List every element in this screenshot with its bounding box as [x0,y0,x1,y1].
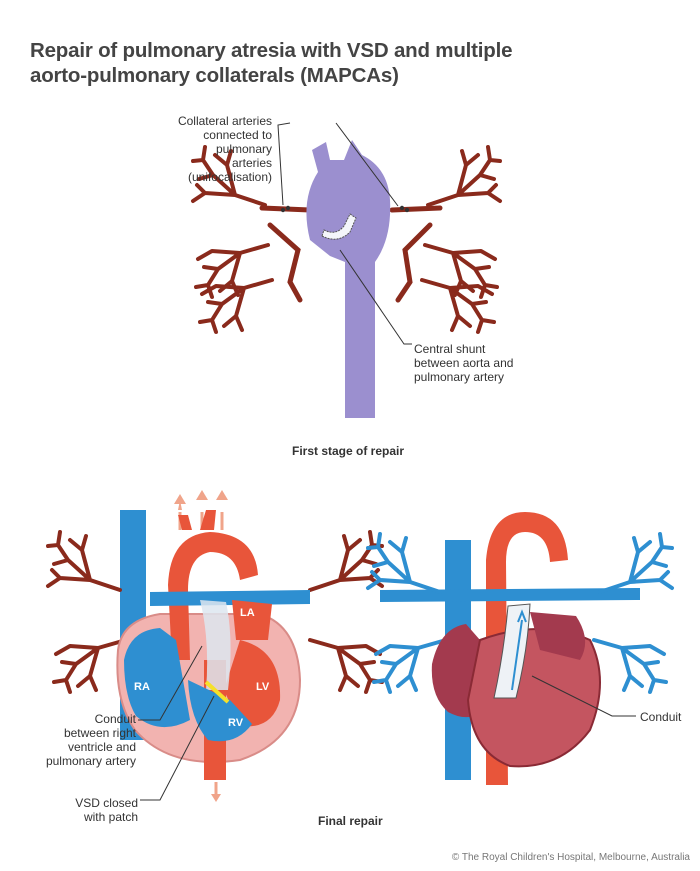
shunt-label-3: pulmonary artery [414,370,505,384]
label-ao: Ao [194,557,209,569]
right-pulmonary-tree [420,145,502,334]
title-line-1: Repair of pulmonary atresia with VSD and… [30,39,513,62]
copyright-credit: © The Royal Children's Hospital, Melbour… [451,852,690,863]
conduit-label: Conduit [640,710,682,724]
final-right-trees [308,530,384,694]
left-atrium [232,600,272,640]
pulmonary-artery-right [380,588,640,602]
left-ventricle [224,640,281,727]
vsd-label: VSD closed with patch [48,796,138,824]
aorta-purple [306,140,391,418]
final-repair-caption: Final repair [318,814,383,828]
conduit-leader [531,675,636,717]
label-ra: RA [134,681,150,693]
collateral-label: Collateral arteries connected to pulmona… [160,114,272,184]
diagram-title: Repair of pulmonary atresia with VSD and… [30,38,630,88]
conduit-rv-label-4: pulmonary artery [45,754,136,768]
vsd-leader [140,695,215,801]
vsd-label-2: with patch [83,810,138,824]
final-left-trees [46,530,128,694]
collateral-label-1: Collateral arteries [177,114,272,128]
conduit-flow-arrow [511,609,527,691]
conduit-rv-label-3: ventricle and [67,740,136,754]
shunt-leader-line [339,249,412,345]
shunt-label-1: Central shunt [414,342,486,356]
conduit-rv-label-2: between right [63,726,136,740]
collateral-label-2: connected to pulmonary [203,128,272,156]
left-pulmonary-tree-lower [194,243,274,334]
collateral-vessels [259,205,443,303]
right-blue-trees-right [592,532,674,694]
vsd-patch [204,680,230,704]
collateral-leader-lines [277,122,399,207]
pulmonary-artery [150,590,310,606]
right-atrium [124,628,190,728]
central-shunt [321,213,357,240]
conduit-rv-label: Conduit between right ventricle and pulm… [30,712,136,768]
collateral-label-3: arteries (unifocalisation) [187,156,272,184]
conduit-rv-label-1: Conduit [94,712,136,726]
title-line-2: aorto-pulmonary collaterals (MAPCAs) [30,64,399,87]
shunt-label: Central shunt between aorta and pulmonar… [414,342,544,384]
label-la: LA [240,607,255,619]
vsd-label-1: VSD closed [75,796,138,810]
label-rv: RV [228,717,244,729]
first-stage-caption: First stage of repair [292,444,405,458]
right-ventricle [188,680,252,742]
final-repair-cutaway-heart: Ao LA RA LV RV [46,490,384,802]
first-stage-illustration [191,122,502,418]
suture-marks [280,205,410,213]
shunt-label-2: between aorta and [414,356,514,370]
left-atrium-exterior [530,612,586,660]
label-lv: LV [256,681,270,693]
rv-pa-conduit [200,600,231,690]
conduit-rv-leader [138,645,203,721]
final-repair-exterior-heart [366,512,674,785]
aorta-arch [168,532,258,660]
